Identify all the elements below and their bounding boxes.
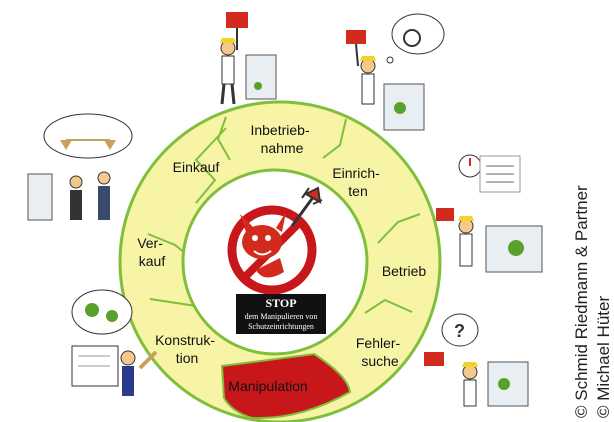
purchasing-illustration bbox=[27, 113, 133, 221]
design-illustration bbox=[71, 289, 158, 396]
troubleshooting-illustration: ? bbox=[424, 313, 529, 407]
segment-label-einkauf: Einkauf bbox=[173, 159, 220, 175]
stop-line-1: dem Manipulieren von bbox=[245, 312, 318, 321]
segment-label-verkauf: Ver- kauf bbox=[137, 235, 167, 269]
segment-label-fehlersuche: Fehler- suche bbox=[356, 335, 404, 369]
segment-label-einrichten: Einrich- ten bbox=[332, 165, 383, 199]
operation-illustration bbox=[436, 154, 543, 273]
stop-panel bbox=[236, 294, 326, 334]
stop-line-2: Schutzeinrichtungen bbox=[248, 322, 314, 331]
segment-label-manipulation: Manipulation bbox=[228, 378, 307, 394]
manipulation-segment bbox=[220, 352, 352, 420]
segment-label-betrieb: Betrieb bbox=[382, 263, 427, 279]
copyright-line-1: © Schmid Riedmann & Partner bbox=[572, 185, 591, 418]
svg-text:?: ? bbox=[454, 321, 465, 341]
commissioning-illustration bbox=[220, 12, 277, 105]
stop-title: STOP bbox=[265, 296, 296, 310]
devil-stop-icon bbox=[227, 186, 323, 295]
setup-illustration bbox=[346, 13, 445, 131]
segment-label-konstruktion: Konstruk- tion bbox=[155, 332, 219, 366]
copyright-line-2: © Michael Hüter bbox=[594, 295, 613, 418]
segment-label-inbetriebnahme: Inbetrieb- nahme bbox=[250, 122, 313, 156]
